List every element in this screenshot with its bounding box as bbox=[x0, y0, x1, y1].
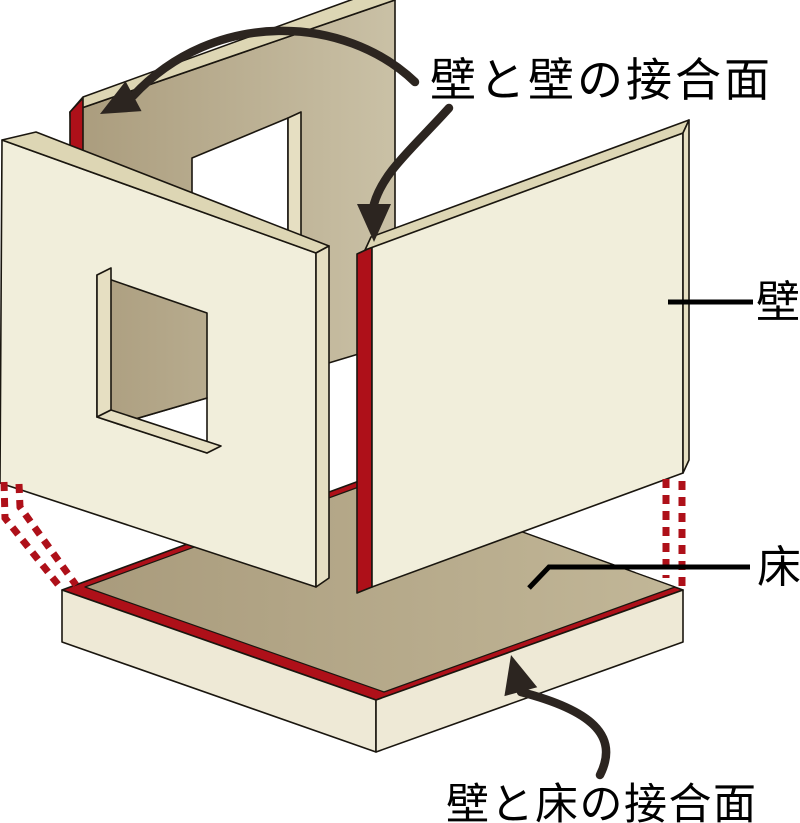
arrowhead-floor-joint-icon bbox=[504, 655, 538, 697]
floor-label-line bbox=[527, 564, 750, 590]
arrow-curve-to-center-joint bbox=[369, 103, 454, 209]
hidden-joint-dash-left-inner bbox=[15, 483, 79, 588]
label-floor: 床 bbox=[757, 542, 800, 593]
labels: 壁と壁の接合面 壁 床 壁と床の接合面 bbox=[430, 53, 800, 823]
floor-side-right bbox=[375, 589, 684, 753]
arrow-curve-to-floor-joint bbox=[516, 687, 611, 780]
annotation-arrows bbox=[100, 26, 611, 780]
arrowhead-center-joint-icon bbox=[357, 204, 391, 242]
right-wall bbox=[364, 119, 690, 588]
hidden-joint-dashes bbox=[0, 479, 686, 590]
hidden-joint-dash-left-outer bbox=[0, 481, 63, 590]
window-jamb-left bbox=[96, 267, 112, 418]
right-wall-right-edge bbox=[682, 119, 690, 474]
arrowhead-left-joint-icon bbox=[100, 81, 142, 114]
label-wall-wall-joint: 壁と壁の接合面 bbox=[430, 53, 773, 107]
leader-lines bbox=[527, 299, 753, 590]
floor-slab bbox=[61, 476, 684, 753]
left-wall-right-edge bbox=[315, 245, 330, 588]
arrow-curve-to-left-joint bbox=[128, 26, 420, 101]
wall-wall-joint-strip-center bbox=[356, 246, 373, 594]
label-wall: 壁 bbox=[756, 277, 800, 328]
label-wall-floor-joint: 壁と床の接合面 bbox=[446, 780, 758, 823]
window-jamb-bottom bbox=[96, 409, 222, 454]
left-wall bbox=[0, 131, 330, 588]
